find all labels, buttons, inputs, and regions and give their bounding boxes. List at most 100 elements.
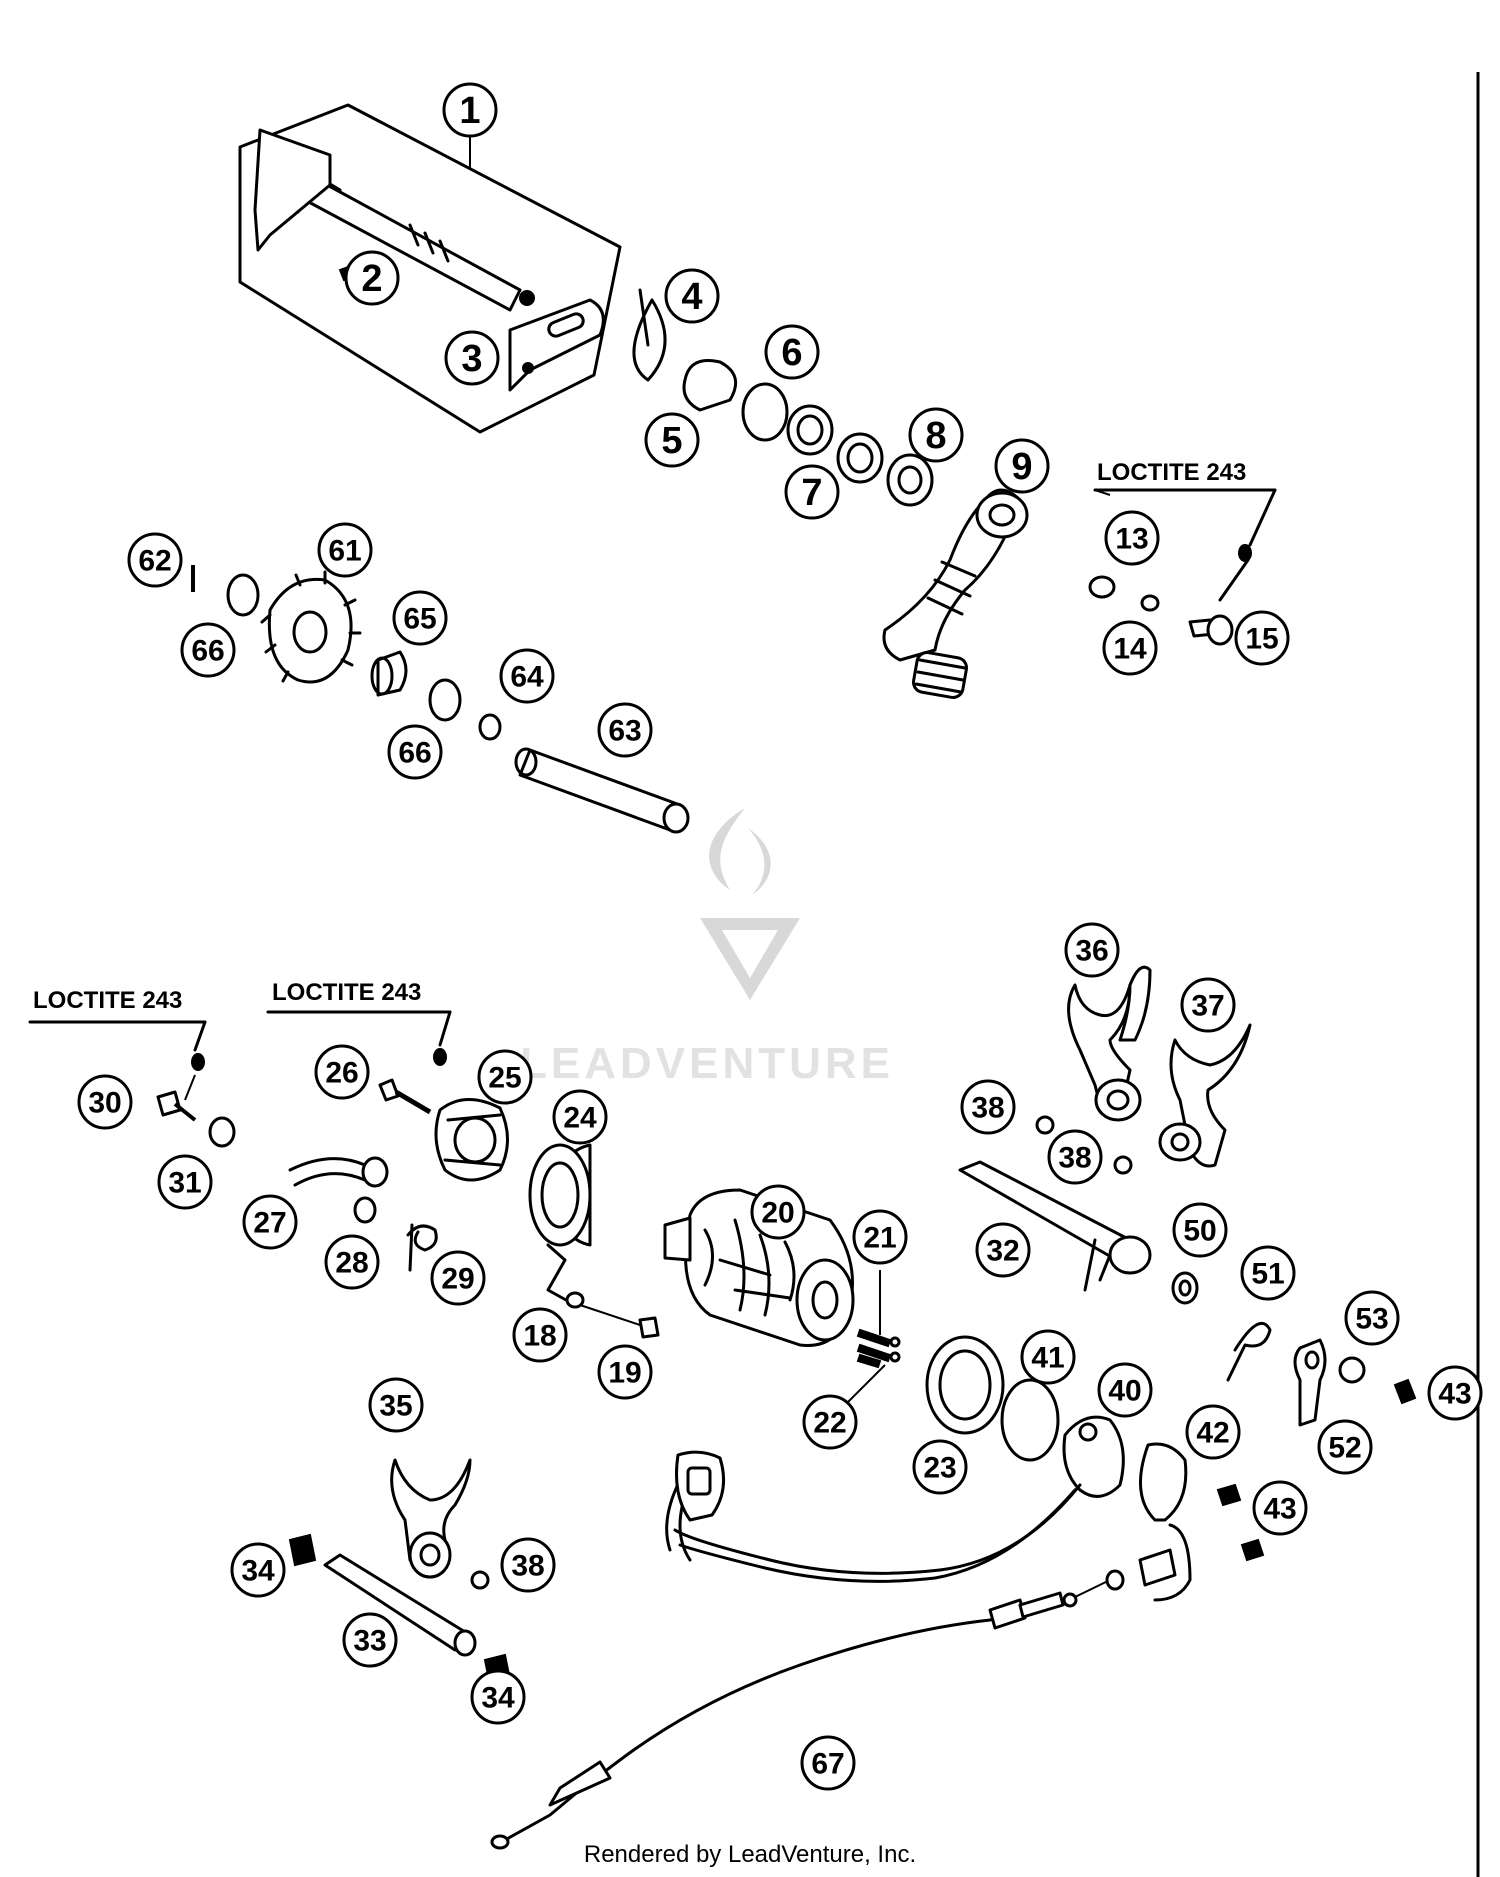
callout-53: 53 xyxy=(1344,1290,1400,1346)
callout-33: 33 xyxy=(342,1612,398,1668)
svg-text:4: 4 xyxy=(681,276,702,318)
callout-64: 64 xyxy=(499,648,555,704)
callout-36: 36 xyxy=(1064,922,1120,978)
svg-text:40: 40 xyxy=(1108,1375,1141,1408)
svg-text:27: 27 xyxy=(253,1207,286,1240)
svg-text:1: 1 xyxy=(459,90,480,132)
callout-66-a: 66 xyxy=(180,622,236,678)
svg-text:8: 8 xyxy=(925,415,946,457)
callout-31: 31 xyxy=(157,1154,213,1210)
loctite-note-middle: LOCTITE 243 xyxy=(272,979,421,1006)
callout-65: 65 xyxy=(392,590,448,646)
callout-5: 5 xyxy=(644,412,700,468)
callout-38-a: 38 xyxy=(960,1079,1016,1135)
callout-50: 50 xyxy=(1172,1202,1228,1258)
shift-lever xyxy=(882,488,1029,699)
detent-lever-group xyxy=(1138,1321,1417,1602)
shift-shaft-assembly xyxy=(238,103,622,434)
shift-forks-upper xyxy=(958,965,1252,1305)
svg-text:32: 32 xyxy=(986,1235,1019,1268)
callout-51: 51 xyxy=(1240,1245,1296,1301)
callout-23: 23 xyxy=(912,1439,968,1495)
leader-line xyxy=(1094,489,1111,496)
svg-text:14: 14 xyxy=(1113,633,1147,666)
shift-cable xyxy=(490,1569,1125,1850)
svg-text:13: 13 xyxy=(1115,523,1148,556)
callout-61: 61 xyxy=(317,522,373,578)
svg-text:22: 22 xyxy=(813,1407,846,1440)
svg-text:23: 23 xyxy=(923,1452,956,1485)
callout-22: 22 xyxy=(802,1394,858,1450)
svg-text:36: 36 xyxy=(1075,935,1108,968)
callout-35: 35 xyxy=(368,1377,424,1433)
callout-8: 8 xyxy=(908,407,964,463)
svg-text:25: 25 xyxy=(488,1062,521,1095)
svg-text:66: 66 xyxy=(191,635,224,668)
svg-text:15: 15 xyxy=(1245,623,1278,656)
svg-text:41: 41 xyxy=(1031,1342,1064,1375)
callout-20: 20 xyxy=(750,1184,806,1240)
callout-37: 37 xyxy=(1180,977,1236,1033)
callout-52: 52 xyxy=(1317,1419,1373,1475)
svg-text:38: 38 xyxy=(511,1550,544,1583)
shift-drum-left-parts xyxy=(28,1010,660,1339)
callout-38-c: 38 xyxy=(500,1537,556,1593)
callout-63: 63 xyxy=(597,702,653,758)
svg-text:38: 38 xyxy=(971,1092,1004,1125)
svg-text:66: 66 xyxy=(398,737,431,770)
callout-28: 28 xyxy=(324,1234,380,1290)
svg-text:67: 67 xyxy=(811,1748,844,1781)
callout-25: 25 xyxy=(477,1049,533,1105)
callout-24: 24 xyxy=(552,1089,608,1145)
svg-text:21: 21 xyxy=(863,1222,896,1255)
svg-text:61: 61 xyxy=(328,535,361,568)
callout-1: 1 xyxy=(442,82,498,138)
svg-text:42: 42 xyxy=(1196,1417,1229,1450)
callout-43-a: 43 xyxy=(1427,1365,1483,1421)
svg-text:34: 34 xyxy=(241,1555,275,1588)
svg-text:52: 52 xyxy=(1328,1432,1361,1465)
callout-3: 3 xyxy=(444,330,500,386)
callout-30: 30 xyxy=(77,1074,133,1130)
callout-6: 6 xyxy=(764,324,820,380)
svg-text:5: 5 xyxy=(661,420,682,462)
svg-text:43: 43 xyxy=(1263,1493,1296,1526)
svg-text:62: 62 xyxy=(138,545,171,578)
callout-13: 13 xyxy=(1104,510,1160,566)
callout-40: 40 xyxy=(1097,1362,1153,1418)
shaft-small-parts xyxy=(632,288,934,507)
svg-text:9: 9 xyxy=(1011,446,1032,488)
callout-26: 26 xyxy=(314,1044,370,1100)
callout-38-b: 38 xyxy=(1047,1129,1103,1185)
loctite-note-top: LOCTITE 243 xyxy=(1097,459,1246,486)
callout-27: 27 xyxy=(242,1194,298,1250)
callout-34-a: 34 xyxy=(230,1542,286,1598)
svg-text:63: 63 xyxy=(608,715,641,748)
callout-66-b: 66 xyxy=(387,724,443,780)
svg-text:30: 30 xyxy=(88,1087,121,1120)
callout-15: 15 xyxy=(1234,610,1290,666)
svg-text:28: 28 xyxy=(335,1247,368,1280)
callout-41: 41 xyxy=(1020,1329,1076,1385)
leadventure-watermark: LEADVENTURE xyxy=(520,808,894,1088)
small-fastener-group xyxy=(1088,488,1277,646)
shift-drum xyxy=(663,1188,901,1406)
svg-text:34: 34 xyxy=(481,1682,515,1715)
callout-67: 67 xyxy=(800,1735,856,1791)
callout-32: 32 xyxy=(975,1222,1031,1278)
callout-42: 42 xyxy=(1185,1404,1241,1460)
callout-34-b: 34 xyxy=(470,1669,526,1725)
callout-18: 18 xyxy=(512,1307,568,1363)
svg-text:43: 43 xyxy=(1438,1378,1471,1411)
svg-text:2: 2 xyxy=(361,258,382,300)
callout-2: 2 xyxy=(344,250,400,306)
svg-text:35: 35 xyxy=(379,1390,412,1423)
svg-text:64: 64 xyxy=(510,661,544,694)
idler-gear-group xyxy=(191,565,690,834)
watermark-text: LEADVENTURE xyxy=(520,1039,894,1088)
svg-text:3: 3 xyxy=(461,338,482,380)
svg-text:37: 37 xyxy=(1191,990,1224,1023)
svg-text:6: 6 xyxy=(781,332,802,374)
svg-text:50: 50 xyxy=(1183,1215,1216,1248)
